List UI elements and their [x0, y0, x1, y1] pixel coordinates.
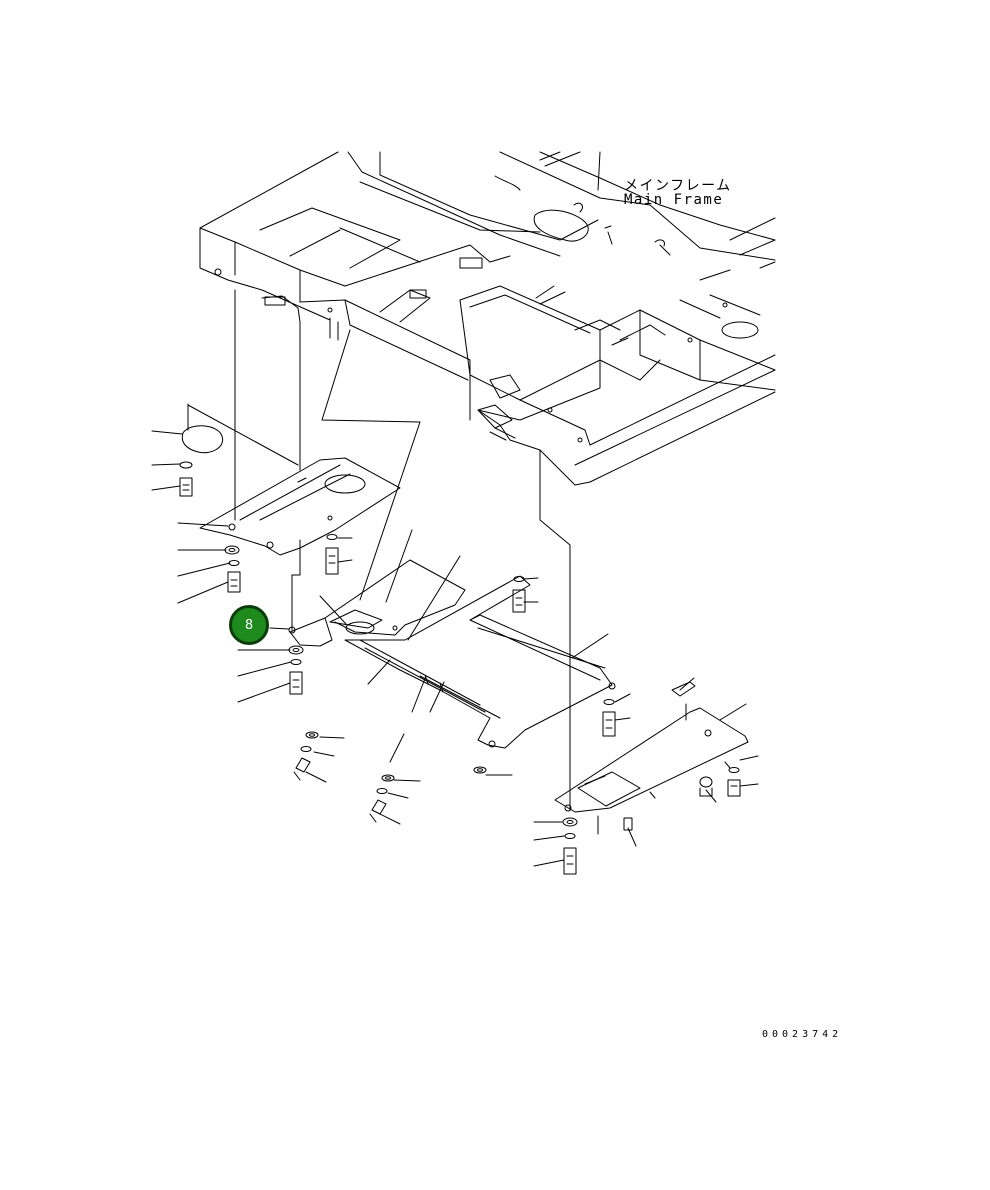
fasteners: [179, 461, 741, 875]
callout-number: 8: [244, 617, 254, 633]
main-frame-label-en: Main Frame: [624, 192, 724, 208]
gasket-ring: [181, 403, 224, 454]
right-lower-plate: [554, 681, 749, 813]
assembly-guide-lines: [187, 289, 571, 811]
callout-marker-8[interactable]: 8: [229, 605, 269, 645]
center-channel-cover: [344, 575, 616, 749]
drawing-number: 00023742: [762, 1029, 843, 1040]
leader-lines: [151, 430, 759, 867]
upper-left-cover: [199, 457, 401, 556]
middle-left-plate: [288, 559, 466, 647]
main-frame: [199, 151, 776, 486]
main-frame-label-jp: メインフレーム: [624, 178, 732, 194]
